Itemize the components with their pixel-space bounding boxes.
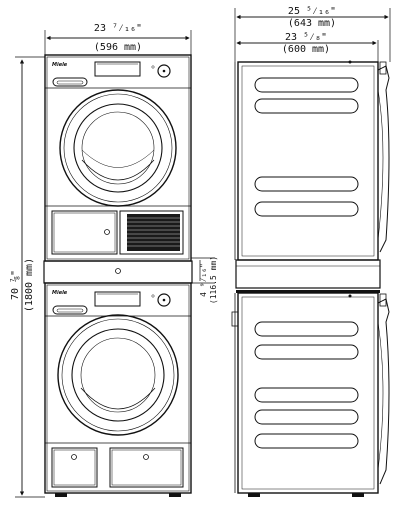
total-depth-inches: 25 ⁵⁄₁₆" xyxy=(288,6,336,17)
front-width-inches: 23 ⁷⁄₁₆" xyxy=(94,23,142,34)
dryer-side-rib-1 xyxy=(254,77,359,93)
dryer-display xyxy=(94,61,141,77)
side-depth-dimensions: 25 ⁵⁄₁₆" (643 mm) 23 ⁵⁄₈" (600 mm) xyxy=(234,6,391,62)
washer-knob-icon xyxy=(157,293,171,307)
body-depth-mm: (600 mm) xyxy=(282,44,330,55)
washer-side-rib-5 xyxy=(254,433,359,449)
washer-side-rib-3 xyxy=(254,387,359,403)
height-mm: (1800 mm) xyxy=(24,258,35,312)
dryer-heat-exchanger-vent xyxy=(119,210,184,255)
washer-detergent-drawer-left xyxy=(51,447,98,488)
gap-mm: (116.5 mm) xyxy=(209,256,218,304)
dryer-knob-icon xyxy=(157,64,171,78)
dryer-side xyxy=(234,60,390,261)
stacking-kit-front xyxy=(43,260,193,284)
dryer-door xyxy=(59,89,177,207)
dryer-front: Miele xyxy=(44,54,192,262)
washer-program-strip xyxy=(52,305,88,315)
washer-side xyxy=(231,292,390,497)
stacking-kit-side xyxy=(235,259,381,298)
body-depth-inches: 23 ⁵⁄₈" xyxy=(285,32,327,43)
dryer-program-strip xyxy=(52,77,88,87)
washer-logo: Miele xyxy=(52,290,68,296)
dryer-side-rib-4 xyxy=(254,201,359,217)
height-dimension: 70 ⅞" (1800 mm) xyxy=(9,56,45,498)
washer-door xyxy=(57,314,179,436)
washer-side-rib-4 xyxy=(254,409,359,425)
dryer-side-rib-2 xyxy=(254,98,359,114)
gap-dimension: 4 ⁹⁄₁₆" (116.5 mm) xyxy=(191,256,218,304)
dryer-side-rib-3 xyxy=(254,176,359,192)
washer-side-rib-2 xyxy=(254,344,359,360)
washer-side-rib-1 xyxy=(254,321,359,337)
dryer-logo: Miele xyxy=(52,62,68,68)
front-width-dimension: 23 ⁷⁄₁₆" (596 mm) xyxy=(44,23,192,55)
washer-service-flap xyxy=(109,447,184,488)
front-width-mm: (596 mm) xyxy=(94,42,142,53)
washer-front: Miele xyxy=(44,282,192,497)
dryer-water-container xyxy=(51,210,118,255)
gap-inches: 4 ⁹⁄₁₆" xyxy=(199,263,208,297)
height-inches: 70 ⅞" xyxy=(9,270,21,300)
total-depth-mm: (643 mm) xyxy=(288,18,336,29)
washer-display xyxy=(94,291,141,307)
